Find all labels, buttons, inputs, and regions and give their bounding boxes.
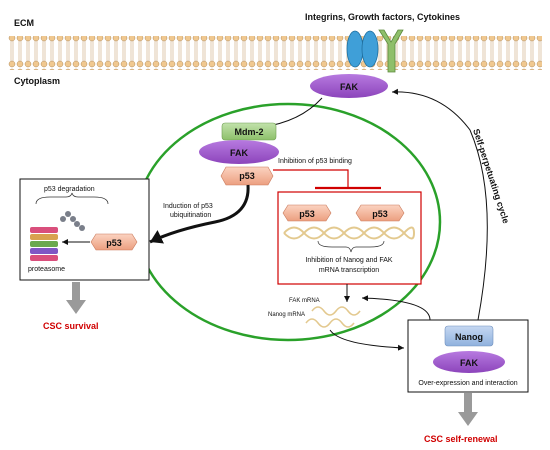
fak-nanog-label: FAK [460,358,479,368]
csc-survival-label: CSC survival [43,321,99,331]
fak-complex-node [199,140,279,164]
cell-membrane [8,36,542,70]
fak-nanog-node [433,351,505,373]
inhibition-binding-label: Inhibition of p53 binding [278,158,352,165]
p53-complex-label: p53 [239,171,255,181]
receptors-label: Integrins, Growth factors, Cytokines [305,12,460,22]
cytoplasm-label: Cytoplasm [14,76,60,86]
csc-self-renewal-label: CSC self-renewal [424,434,498,444]
nanog-node [444,325,494,347]
receptors-icon [346,29,404,73]
p53-right-label: p53 [372,209,388,219]
inhibition-nanog-label-1: Inhibition of Nanog and FAK [305,257,393,264]
self-perpetuating-arrow [391,88,488,321]
dna-strand-icon-2 [283,226,415,240]
fak-mrna-icon [311,306,361,316]
inhibition-line [273,169,349,188]
proteasome-icon [30,227,58,261]
fak-membrane-node [310,74,388,98]
induction-label-1: Induction of p53 [163,203,213,210]
fak-mrna-label: FAK mRNA [289,298,320,304]
p53-left-label: p53 [299,209,315,219]
ecm-label: ECM [14,18,34,28]
brace-left-icon [35,192,109,205]
p53-proteasome-node [90,233,138,251]
induction-arrow [149,184,250,244]
nanog-mrna-icon [305,318,355,328]
nanog-mrna-label: Nanog mRNA [268,312,305,318]
p53-proteasome-label: p53 [106,238,122,248]
dna-strand-icon [283,226,415,240]
ubiquitin-chain-icon [60,211,85,231]
p53-right-node [355,204,405,222]
induction-label-2: ubiquitination [170,212,211,219]
fak-to-complex-arrow [261,97,323,130]
p53-degradation-label: p53 degradation [44,186,95,193]
nanog-label: Nanog [455,332,483,342]
p53-left-node [282,204,332,222]
self-perpetuating-label: Self-perpetuating cycle [471,128,511,225]
proteasome-label: proteasome [28,266,65,273]
survival-gray-arrow [66,282,86,314]
mdm2-node [221,122,277,141]
nanog-to-mrna-arrow [361,295,431,321]
brace-icon [317,240,385,253]
fak-membrane-label: FAK [340,82,359,92]
p53-complex-node [220,166,274,186]
self-renewal-gray-arrow [458,393,478,426]
mdm2-label: Mdm-2 [235,127,264,137]
inhibition-nanog-label-2: mRNA transcription [319,267,379,274]
overexpression-label: Over-expression and interaction [418,380,517,387]
mrna-to-nanog-arrow [329,329,405,351]
fak-complex-label: FAK [230,148,249,158]
